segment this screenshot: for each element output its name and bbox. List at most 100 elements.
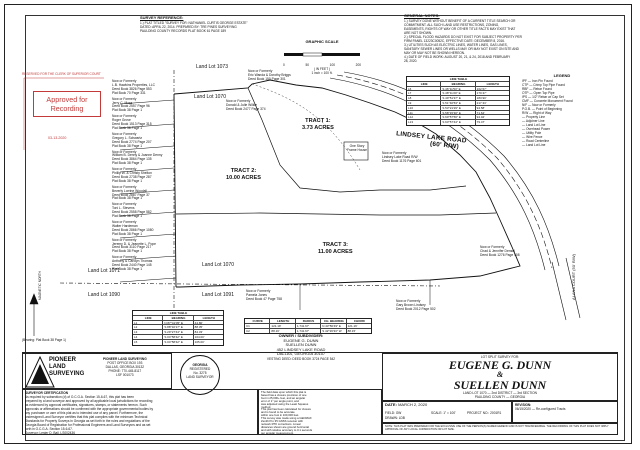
adjoiner-line: Now or Formerly [112,184,137,189]
scale-bar [284,52,360,56]
house-label: One Story Frame House [347,144,367,153]
table-cell: 88.35' [194,325,203,330]
adjoiner-line: Deed Book 1176 Page 601 [382,158,422,163]
adjoiner-line: Plat Book 38 Page 1 [112,125,143,130]
table-cell: S 88°32'17" E [163,325,194,330]
adjoiner: Now or Formerly Jeremy D. & Jeanette L. … [112,238,162,255]
field-value: GW [395,411,402,415]
header-cell: BEARING [441,81,476,86]
legend-item: IPF — Iron Pin Found [522,78,553,83]
table-cell: 71.64' [476,110,485,115]
firm-address-line: DALLAS, GEORGIA 30132 [105,365,145,369]
table-cell: N 43°56'49" E [321,323,347,328]
tract-2-label: TRACT 2: 10.00 ACRES [226,168,261,181]
table-cell: S 48°11'20" E [441,91,476,96]
certificate-line: As required by subsection (d) of O.C.G.A… [25,395,134,399]
general-note-line: 1.) SURVEY DONE WITHOUT BENEFIT OF A CUR… [404,18,516,23]
magnetic-north-label: MAGNETIC NORTH [38,271,42,300]
general-note-line: SANITARY SEWER LINES OR WELLS MAY OR MAY… [404,46,519,51]
adjoiner-line: Beverly Lorrine Woodall [112,188,147,193]
table-cell: 88.15' [347,328,356,333]
alana-court [551,257,581,321]
table-cell: L7 [407,91,442,96]
scale-label: SCALE: [431,411,443,415]
adjoiner-line: Plat Book 70 Page 331 [112,90,146,95]
client-name-2: SUELLEN DUNN [453,378,547,392]
adjoiner-line: Phillip W. & Christy Shelton [112,171,152,176]
table-cell: S 60°57'56" E [441,115,476,120]
field-note-line: based has a closure precision of one [261,392,307,397]
adjoiner-wilkie: Now or Formerly Donald & Julie Wilkie De… [226,99,266,112]
adjoiner-line: Deed Book 1276 Page 408 [480,252,520,257]
survey-reference-line: 1.) PLAT TITLED "SURVEY FOR: NATHANIEL C… [140,20,248,25]
title-block: PIONEER LAND SURVEYING PIONEER LAND SURV… [22,352,618,435]
tract-3-label: TRACT 3: 11.00 ACRES [318,242,353,255]
general-note-line: COMMITMENT. ALL SUCH LAND USE RESTRICTIO… [404,22,500,27]
legend-item: — Wire Fence [522,134,543,139]
header-cell: LENGTH [270,319,296,323]
drawn-row: DRAWN: LDB [385,416,405,420]
revision-label: REVISION: [515,403,532,407]
adjoiner-line: Deed Book 2558 Page 582 [112,210,152,215]
general-note-line: 28, 2020. [404,58,418,63]
certificate-heading: SURVEYOR CERTIFICATION [25,391,69,395]
table-cell: S 04°58'42" E [163,339,194,345]
adjoiner-line: Eric Wanda & Dorothy Briggs [248,72,291,77]
owner-name-2: SUELLEN DUNN [285,342,317,348]
legend-item: RBF — Rebar Found [522,86,552,91]
table-cell: N 87°41'05" E [163,320,194,325]
house-footprint [343,141,369,161]
header-cell: BEARING [163,315,194,320]
adjoiner: Now or Formerly Beverly Lorrine Woodall … [112,184,162,202]
adjoiner-line: Plat Book 38 Page 1 [112,249,143,254]
adjoiner-line: Walter Hardeman [112,223,138,228]
disclaimer-text: NOTE: THIS PLAT WAS PREPARED FOR THE EXC… [385,425,609,432]
curve-table-header: CURVE LENGTH RADIUS CH. BEARING CHORD [245,319,371,324]
table-cell: C1 [245,323,271,328]
adjoiner: Now or Formerly L.B. Hawkins Properties,… [112,79,162,96]
line-table-header: LINE BEARING LENGTH [407,81,509,87]
header-cell: LENGTH [486,81,499,86]
sheet-border [25,15,625,441]
seal-line: No. 3275 [193,371,207,375]
line-table-title-row: LINE TABLE [133,311,223,316]
header-cell: LINE [407,81,442,86]
adjoiner-line: Now or Formerly [112,96,137,101]
general-note-line: 3.) UTILITIES SUCH AS ELECTRIC LINES, WA… [404,42,508,47]
adjoiner: Now or Formerly Phillip W. & Christy She… [112,167,162,184]
table-cell: 170.37' [476,91,487,96]
left-adjoiner-list: Now or Formerly L.B. Hawkins Properties,… [112,79,162,272]
firm-logo-icon [25,356,55,388]
tract-1-name: TRACT 1: [305,118,331,124]
field-note-line: was adjusted using the Least Squares [261,401,309,406]
scale-units: ( IN FEET ) [313,66,331,71]
table-cell: S 58°15'30" E [441,110,476,115]
land-lot-1073: Land Lot 1073 [196,64,228,70]
land-lot-1090: Land Lot 1090 [88,292,120,298]
general-note-line: 2.) SPECIAL FLOOD HAZARDS DO NOT EXIST F… [404,34,522,39]
line-table-title: LINE TABLE [449,77,468,81]
tract-division-lines [175,87,497,216]
adjoiner-line: Deed Book 3110 Page 217 [112,245,152,250]
table-cell: 105.00' [194,339,205,344]
tract-2-area: 10.00 ACRES [226,174,261,181]
certificate-line: undersigned Land Surveyor certifies that… [25,415,148,419]
general-notes: GENERAL NOTES: 1.) SURVEY DONE WITHOUT B… [404,13,522,63]
header-cell: CURVE [245,319,271,323]
firm-name-line: LAND [49,364,66,370]
owner-name-1: EUGENE G. DUNN [283,337,319,343]
adjoiner-densel: Now or Formerly Chad & Jennifer Densel D… [480,245,520,258]
adjoiner-line: Now or Formerly [112,79,137,83]
lot-split-label: LOT SPLIT SURVEY FOR: [480,355,520,359]
survey-reference: SURVEY REFERENCE: 1.) PLAT TITLED "SURVE… [140,15,248,32]
client-ampersand: & [496,370,504,379]
adjoiner-line: Jeremy D. & Jeanette L. Pope [112,241,156,246]
adjoiner: Now or Formerly Roger Grove Deed Book 15… [112,114,162,131]
